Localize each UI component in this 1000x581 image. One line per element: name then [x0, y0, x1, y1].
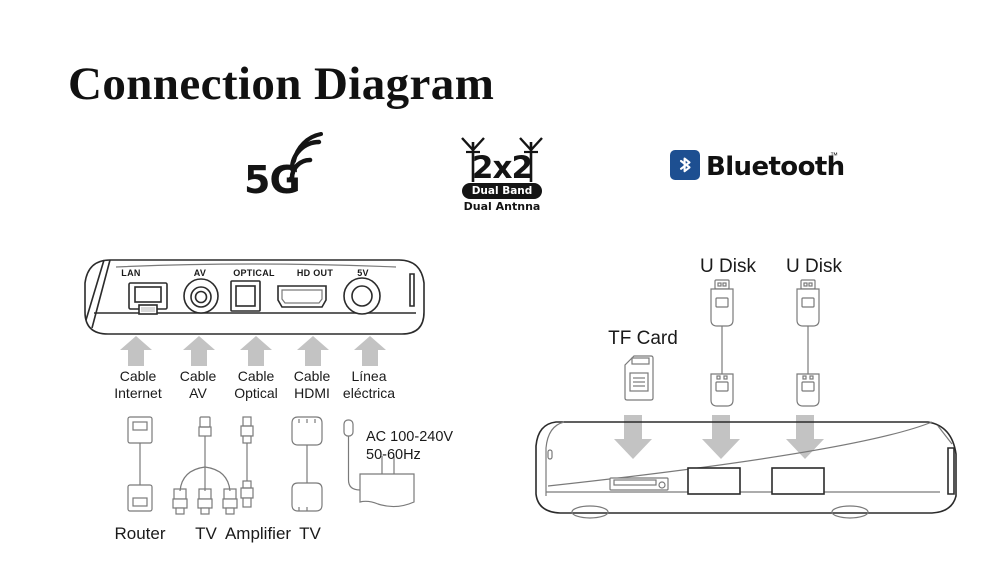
badge-dual-antenna: 2x2 Dual Band Dual Antnna [452, 136, 552, 213]
cable-label-line1: Cable [119, 368, 157, 384]
tf-card-icon [624, 355, 654, 401]
cable-label-av: Cable AV [166, 368, 230, 402]
bluetooth-icon [670, 150, 700, 180]
hdmi-port-icon [277, 285, 327, 308]
cable-label-line2: Internet [114, 385, 162, 401]
rca-jack-icon [183, 278, 219, 314]
cable-label-line1: Cable [179, 368, 217, 384]
badge-pill-dual-band: Dual Band [462, 183, 542, 199]
ethernet-cable-icon [127, 416, 153, 512]
ac-power-spec: AC 100-240V 50-60Hz [366, 428, 476, 464]
badge-sub-dual-antenna: Dual Antnna [463, 200, 541, 213]
av-splitter-cable-icon [172, 416, 238, 515]
accessory-label-amplifier: Amplifier [224, 524, 292, 543]
slot-label-u-disk-2: U Disk [786, 256, 842, 277]
usb-port-icon [687, 467, 741, 495]
accessory-label-tv: TV [195, 524, 217, 543]
cable-label-power-line: Línea eléctrica [332, 368, 406, 402]
arrow-down-icon [786, 415, 824, 459]
slot-label-u-disk-1: U Disk [700, 256, 756, 277]
ac-spec-line1: AC 100-240V [366, 429, 454, 445]
antenna-icon [519, 137, 543, 182]
usb-plug-icon [710, 279, 734, 406]
rear-panel-device [84, 259, 425, 335]
optical-cable-icon [240, 416, 254, 508]
cable-label-line1: Cable [237, 368, 275, 384]
arrow-down-icon [702, 415, 740, 459]
usb-plug-icon [796, 373, 820, 407]
accessory-label-router: Router [114, 524, 166, 543]
front-panel-arrows [614, 415, 824, 459]
usb-plug-icon [710, 373, 734, 407]
rj45-port-icon [128, 282, 168, 315]
arrow-up-icon [240, 336, 272, 366]
hdmi-cable-icon [291, 416, 323, 512]
port-label-hd-out: HD OUT [296, 268, 334, 278]
arrow-up-icon [183, 336, 215, 366]
tf-card-slot-icon [609, 477, 669, 491]
badge-wifi-5g: 5G [244, 132, 330, 202]
usb-port-icon [771, 467, 825, 495]
cable-label-line1: Línea [351, 368, 387, 384]
port-label-optical: OPTICAL [233, 268, 275, 278]
cable-label-line2: eléctrica [342, 385, 396, 401]
cable-label-line1: Cable [293, 368, 331, 384]
cable-label-line2: HDMI [294, 385, 330, 401]
cable-label-line2: Optical [234, 385, 278, 401]
trademark-symbol: ™ [830, 151, 838, 160]
accessory-label-tv-2: TV [299, 524, 321, 543]
port-label-lan: LAN [121, 268, 141, 278]
port-label-5v: 5V [357, 268, 369, 278]
cable-label-hdmi: Cable HDMI [279, 368, 345, 402]
slot-label-tf-card: TF Card [608, 328, 678, 349]
arrow-down-icon [614, 415, 652, 459]
arrow-up-icon [297, 336, 329, 366]
badge-label-2x2: 2x2 [471, 150, 533, 186]
antenna-icon [461, 137, 485, 182]
toslink-port-icon [230, 280, 261, 312]
cable-label-optical: Cable Optical [221, 368, 291, 402]
power-adapter-icon [343, 419, 415, 508]
arrow-up-icon [354, 336, 386, 366]
barrel-power-jack-icon [343, 277, 381, 315]
port-label-av: AV [193, 268, 207, 278]
cable-label-internet: Cable Internet [103, 368, 173, 402]
page-title: Connection Diagram [68, 58, 495, 110]
rear-panel-arrows [120, 336, 386, 366]
wifi-signal-icon [288, 132, 323, 182]
front-panel-device [535, 421, 957, 519]
cable-label-line2: AV [189, 385, 207, 401]
badge-label-bluetooth: Bluetooth [706, 152, 845, 182]
arrow-up-icon [120, 336, 152, 366]
ac-spec-line2: 50-60Hz [366, 447, 421, 463]
